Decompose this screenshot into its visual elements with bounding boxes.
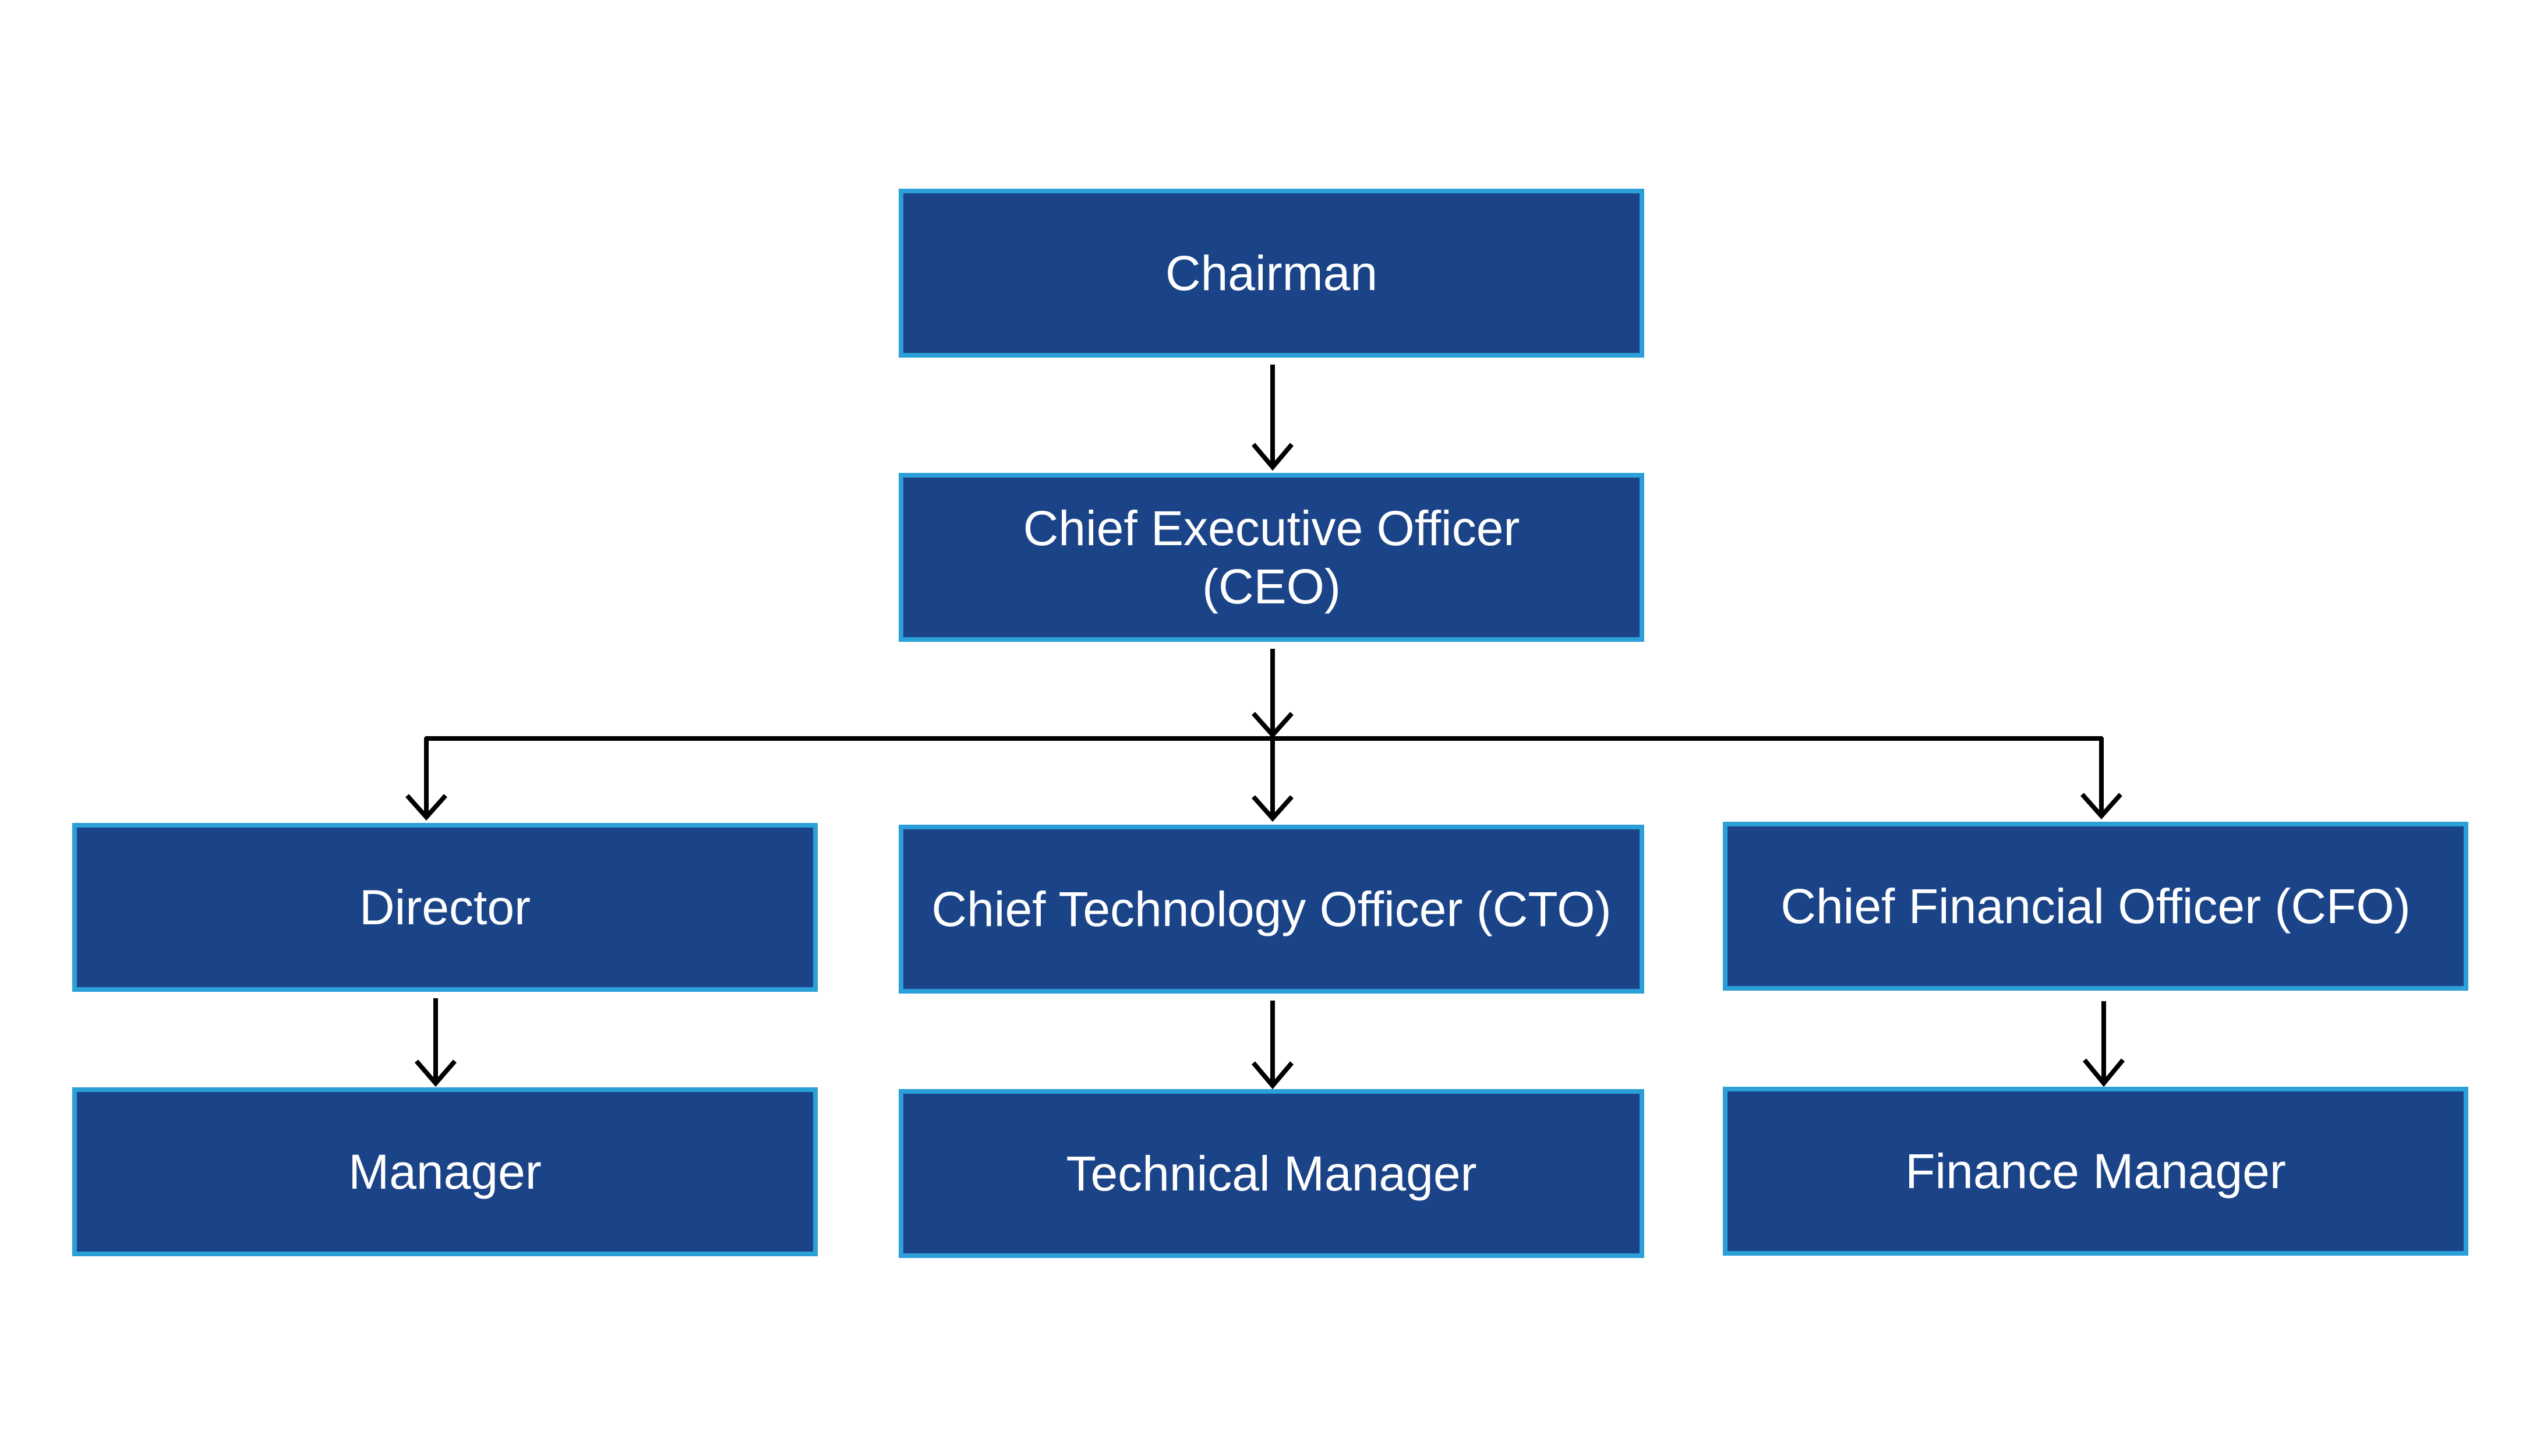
node-ceo: Chief Executive Officer (CEO) xyxy=(899,473,1644,642)
node-label-ceo: Chief Executive Officer (CEO) xyxy=(1023,501,1520,614)
arrowhead-cto xyxy=(1252,795,1294,822)
node-label-technical-manager: Technical Manager xyxy=(1066,1146,1477,1201)
node-finance-manager: Finance Manager xyxy=(1723,1087,2468,1256)
node-label-cto: Chief Technology Officer (CTO) xyxy=(931,882,1612,936)
arrowhead-manager xyxy=(414,1059,457,1087)
arrowhead-finmgr xyxy=(2082,1058,2125,1087)
arrowhead-techmgr xyxy=(1251,1061,1294,1090)
arrowhead-ceo xyxy=(1251,443,1294,471)
arrowhead-cfo xyxy=(2080,793,2122,820)
node-label-director: Director xyxy=(359,880,531,935)
node-label-finance-manager: Finance Manager xyxy=(1905,1144,2286,1199)
node-label-cfo: Chief Financial Officer (CFO) xyxy=(1780,879,2411,934)
arrowhead-director xyxy=(405,794,447,821)
node-manager: Manager xyxy=(72,1087,818,1256)
arrowhead-ceo-mid xyxy=(1252,712,1294,739)
node-chairman: Chairman xyxy=(899,189,1644,358)
node-cfo: Chief Financial Officer (CFO) xyxy=(1723,822,2468,991)
node-label-manager: Manager xyxy=(348,1144,542,1199)
node-label-chairman: Chairman xyxy=(1165,246,1378,301)
node-director: Director xyxy=(72,823,818,992)
node-technical-manager: Technical Manager xyxy=(899,1089,1644,1258)
node-cto: Chief Technology Officer (CTO) xyxy=(899,825,1644,994)
